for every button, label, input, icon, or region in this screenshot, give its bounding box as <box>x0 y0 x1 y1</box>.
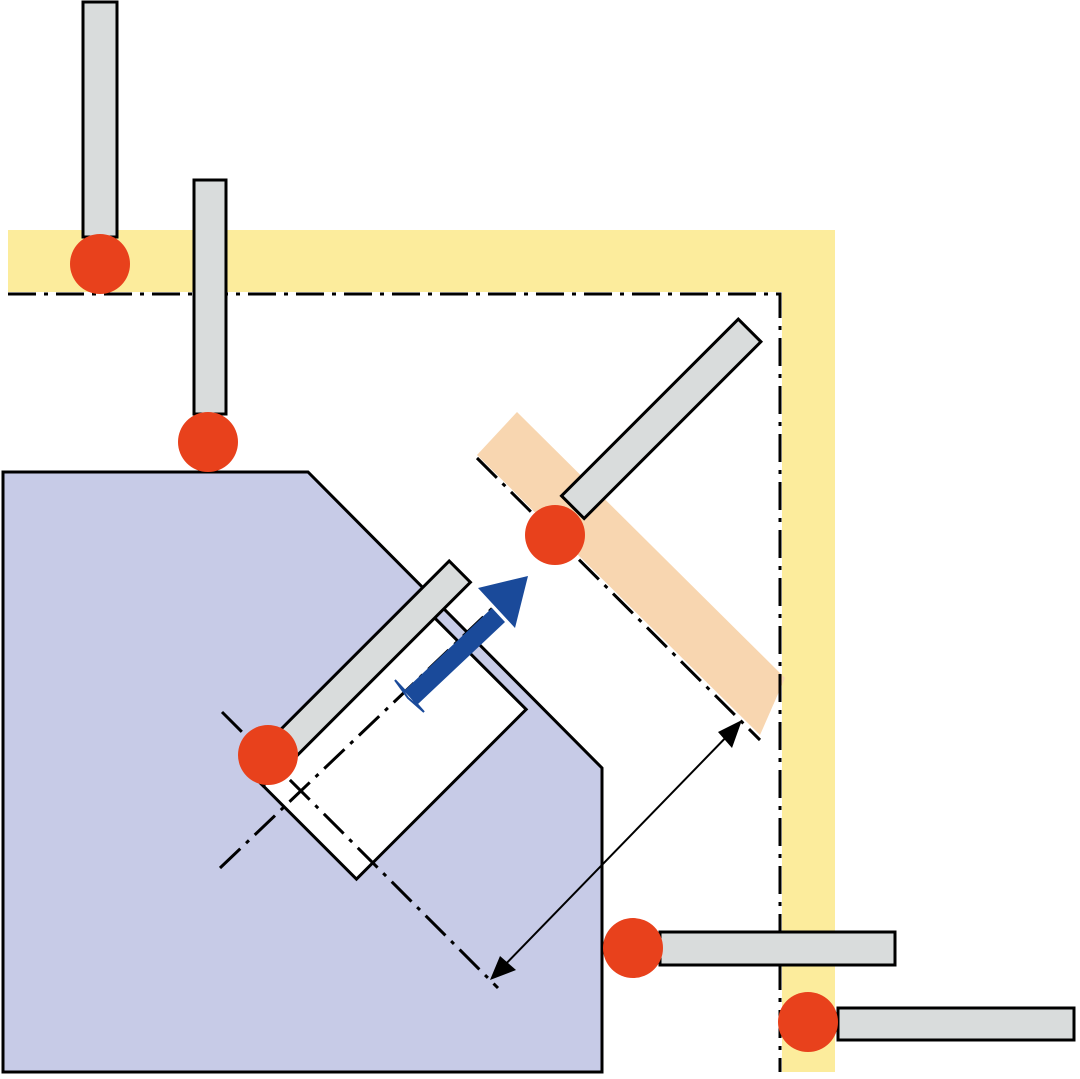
probing-stylus <box>559 316 764 521</box>
centerline <box>475 456 762 742</box>
contact-point <box>238 725 298 785</box>
contact-point <box>603 918 663 978</box>
dimension-arrowhead <box>490 956 516 980</box>
motion-arrow-shaft <box>405 608 505 704</box>
contact-point <box>778 992 838 1052</box>
motion-arrow-tail <box>394 679 425 713</box>
distance-dimension <box>490 720 742 980</box>
contact-point <box>178 412 238 472</box>
centerline <box>8 292 782 1072</box>
target-bar <box>477 412 785 735</box>
probing-stylus <box>192 178 228 416</box>
contact-point <box>70 234 130 294</box>
motion-arrow <box>394 576 528 713</box>
probing-stylus <box>836 1006 1076 1042</box>
probing-stylus <box>658 930 897 967</box>
motion-arrow-head <box>478 576 528 628</box>
contact-point <box>525 505 585 565</box>
dimension-arrowhead <box>718 720 742 748</box>
probing-stylus <box>81 0 119 239</box>
